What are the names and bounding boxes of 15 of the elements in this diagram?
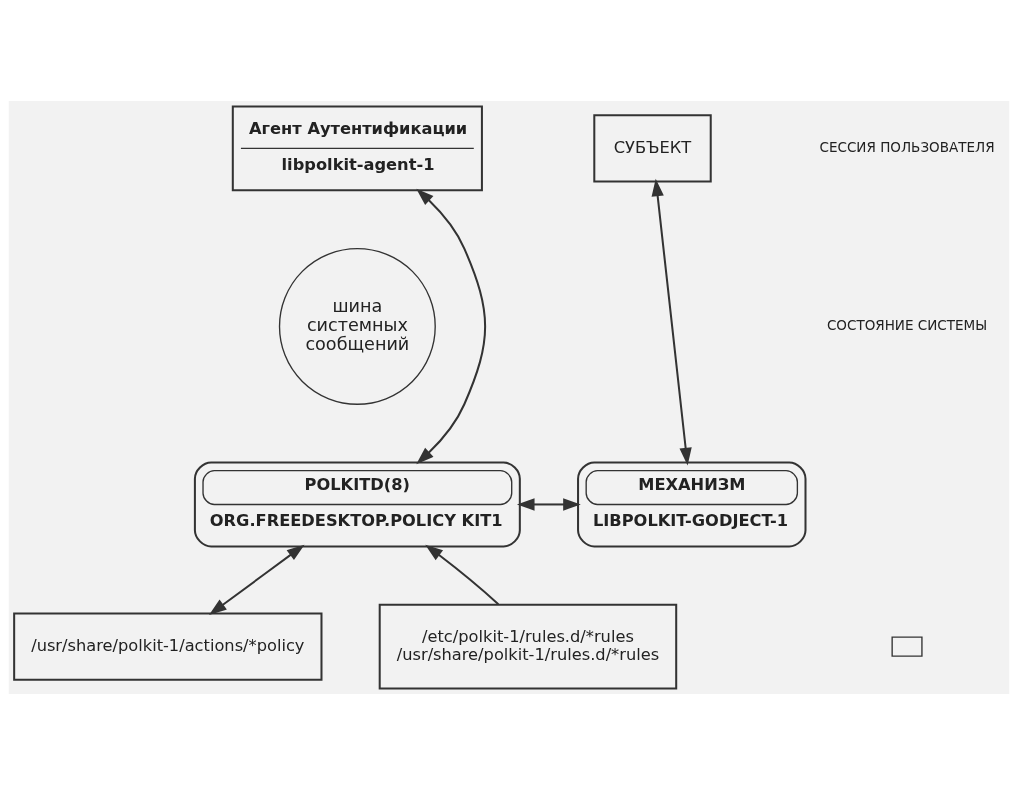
label: СЕССИЯ ПОЛЬЗОВАТЕЛЯ (819, 138, 995, 155)
arrow (516, 498, 581, 511)
node-box: МЕХАНИЗМ LIBPOLKIT-GODJECT-1 (577, 461, 807, 548)
node-box: СУБЪЕКТ (593, 114, 712, 183)
arrow (425, 544, 500, 605)
node-box: POLKITD(8) ORG.FREEDESKTOP.POLICY KIT1 (193, 461, 521, 548)
arrow (651, 178, 692, 466)
arrow (209, 544, 305, 615)
node-box: /usr/share/polkit-1/actions/*policy (13, 612, 323, 681)
node-box: /etc/polkit-1/rules.d/*rules /usr/share/polkit-1/rules.d/*rules (378, 603, 678, 690)
node-box (891, 636, 923, 657)
node-circle: шина системных сообщений (278, 247, 436, 405)
arrow (416, 188, 487, 465)
node-box: Агент Аутентификации libpolkit-agent-1 (231, 105, 483, 192)
label: СОСТОЯНИЕ СИСТЕМЫ (826, 316, 988, 333)
